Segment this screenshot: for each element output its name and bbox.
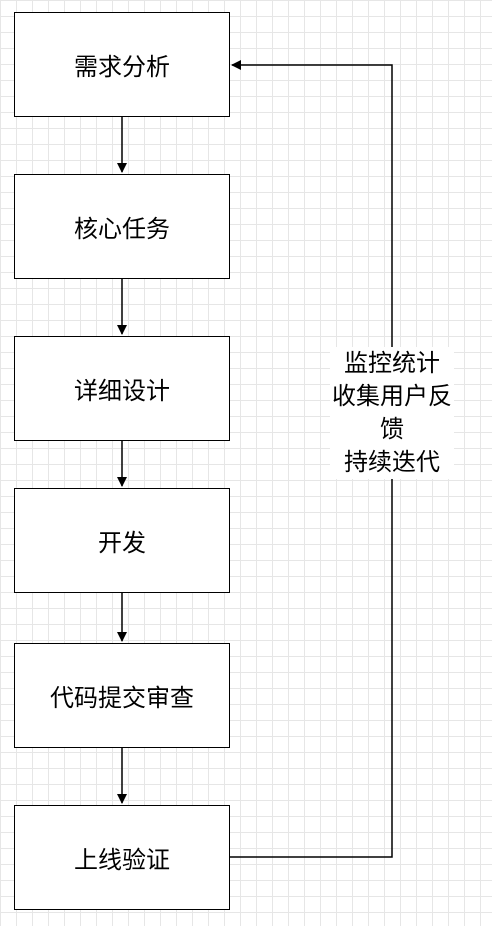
- node-requirements: 需求分析: [14, 12, 230, 117]
- node-release: 上线验证: [14, 805, 230, 910]
- feedback-loop-label: 监控统计 收集用户反馈 持续迭代: [330, 347, 454, 479]
- node-detailed-design: 详细设计: [14, 336, 230, 441]
- node-development: 开发: [14, 488, 230, 593]
- feedback-label-line-3: 持续迭代: [344, 448, 440, 476]
- feedback-label-line-1: 监控统计: [344, 349, 440, 377]
- feedback-label-line-2: 收集用户反馈: [332, 382, 452, 443]
- node-code-review: 代码提交审查: [14, 643, 230, 748]
- node-core-tasks: 核心任务: [14, 174, 230, 279]
